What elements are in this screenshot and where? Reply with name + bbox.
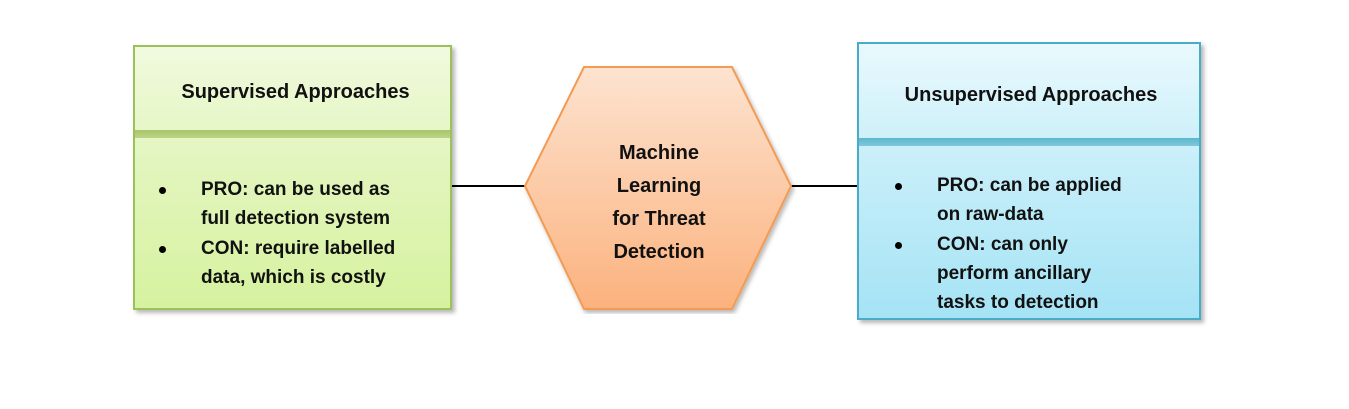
unsupervised-pro-line-1: PRO: can be applied (937, 175, 1122, 196)
supervised-con-line-1: CON: require labelled (201, 238, 396, 259)
supervised-points-list: PRO: can be used as full detection syste… (157, 175, 447, 293)
unsupervised-title-divider (859, 138, 1199, 146)
unsupervised-con-item: CON: can only perform ancillary tasks to… (893, 230, 1193, 317)
right-connector-line (791, 185, 857, 187)
supervised-approaches-title: Supervised Approaches (181, 81, 410, 103)
unsupervised-pro-line-2: on raw-data (937, 204, 1044, 225)
bullet-icon (895, 242, 902, 249)
unsupervised-con-line-3: tasks to detection (937, 292, 1099, 313)
hexagon-shape (523, 66, 793, 310)
supervised-approaches-box: Supervised Approaches PRO: can be used a… (133, 45, 452, 310)
unsupervised-pro-item: PRO: can be applied on raw-data (893, 171, 1193, 229)
supervised-con-line-2: data, which is costly (201, 267, 386, 288)
left-connector-line (452, 185, 527, 187)
supervised-pro-item: PRO: can be used as full detection syste… (157, 175, 447, 233)
supervised-pro-line-2: full detection system (201, 208, 390, 229)
bullet-icon (895, 183, 902, 190)
bullet-icon (159, 187, 166, 194)
unsupervised-approaches-title: Unsupervised Approaches (904, 84, 1158, 106)
unsupervised-approaches-box: Unsupervised Approaches PRO: can be appl… (857, 42, 1201, 320)
unsupervised-con-line-2: perform ancillary (937, 263, 1092, 284)
hexagon-label-line-2: Learning (616, 175, 702, 197)
supervised-con-item: CON: require labelled data, which is cos… (157, 234, 447, 292)
hexagon-label-line-3: for Threat (612, 208, 706, 230)
machine-learning-hexagon: Machine Learning for Threat Detection (522, 64, 796, 314)
unsupervised-con-line-1: CON: can only (937, 234, 1068, 255)
supervised-title-divider (135, 130, 450, 138)
bullet-icon (159, 246, 166, 253)
hexagon-label-line-4: Detection (613, 241, 705, 263)
supervised-pro-line-1: PRO: can be used as (201, 179, 391, 200)
hexagon-label-line-1: Machine (618, 142, 700, 164)
unsupervised-points-list: PRO: can be applied on raw-data CON: can… (893, 171, 1193, 318)
hexagon-label: Machine Learning for Threat Detection (582, 137, 736, 269)
